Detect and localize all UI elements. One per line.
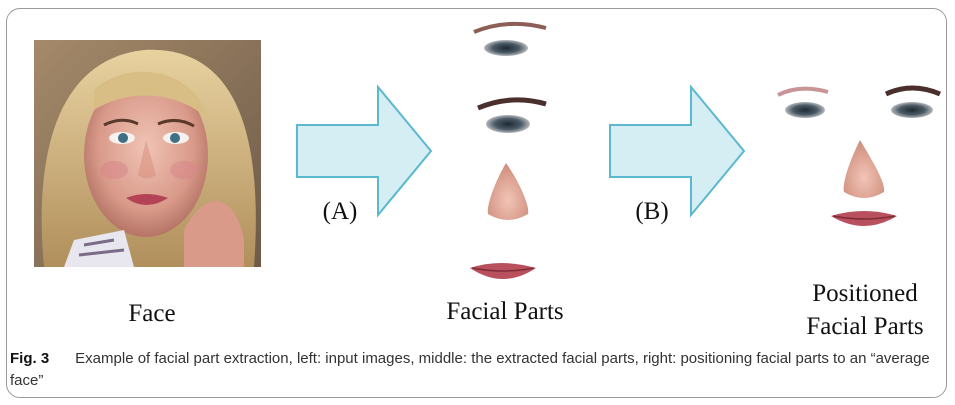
positioned-parts <box>778 88 940 226</box>
positioned-label-line1: Positioned <box>790 280 940 308</box>
arrow-b <box>610 87 744 215</box>
step-a-label: (A) <box>300 198 380 226</box>
caption-text: Example of facial part extraction, left:… <box>10 350 930 389</box>
step-b-label: (B) <box>612 198 692 226</box>
positioned-label-line2: Facial Parts <box>785 313 945 341</box>
extracted-parts <box>470 24 546 279</box>
figure-number: Fig. 3 <box>10 350 49 367</box>
arrow-a <box>297 87 431 215</box>
facial-parts-label: Facial Parts <box>430 298 580 326</box>
